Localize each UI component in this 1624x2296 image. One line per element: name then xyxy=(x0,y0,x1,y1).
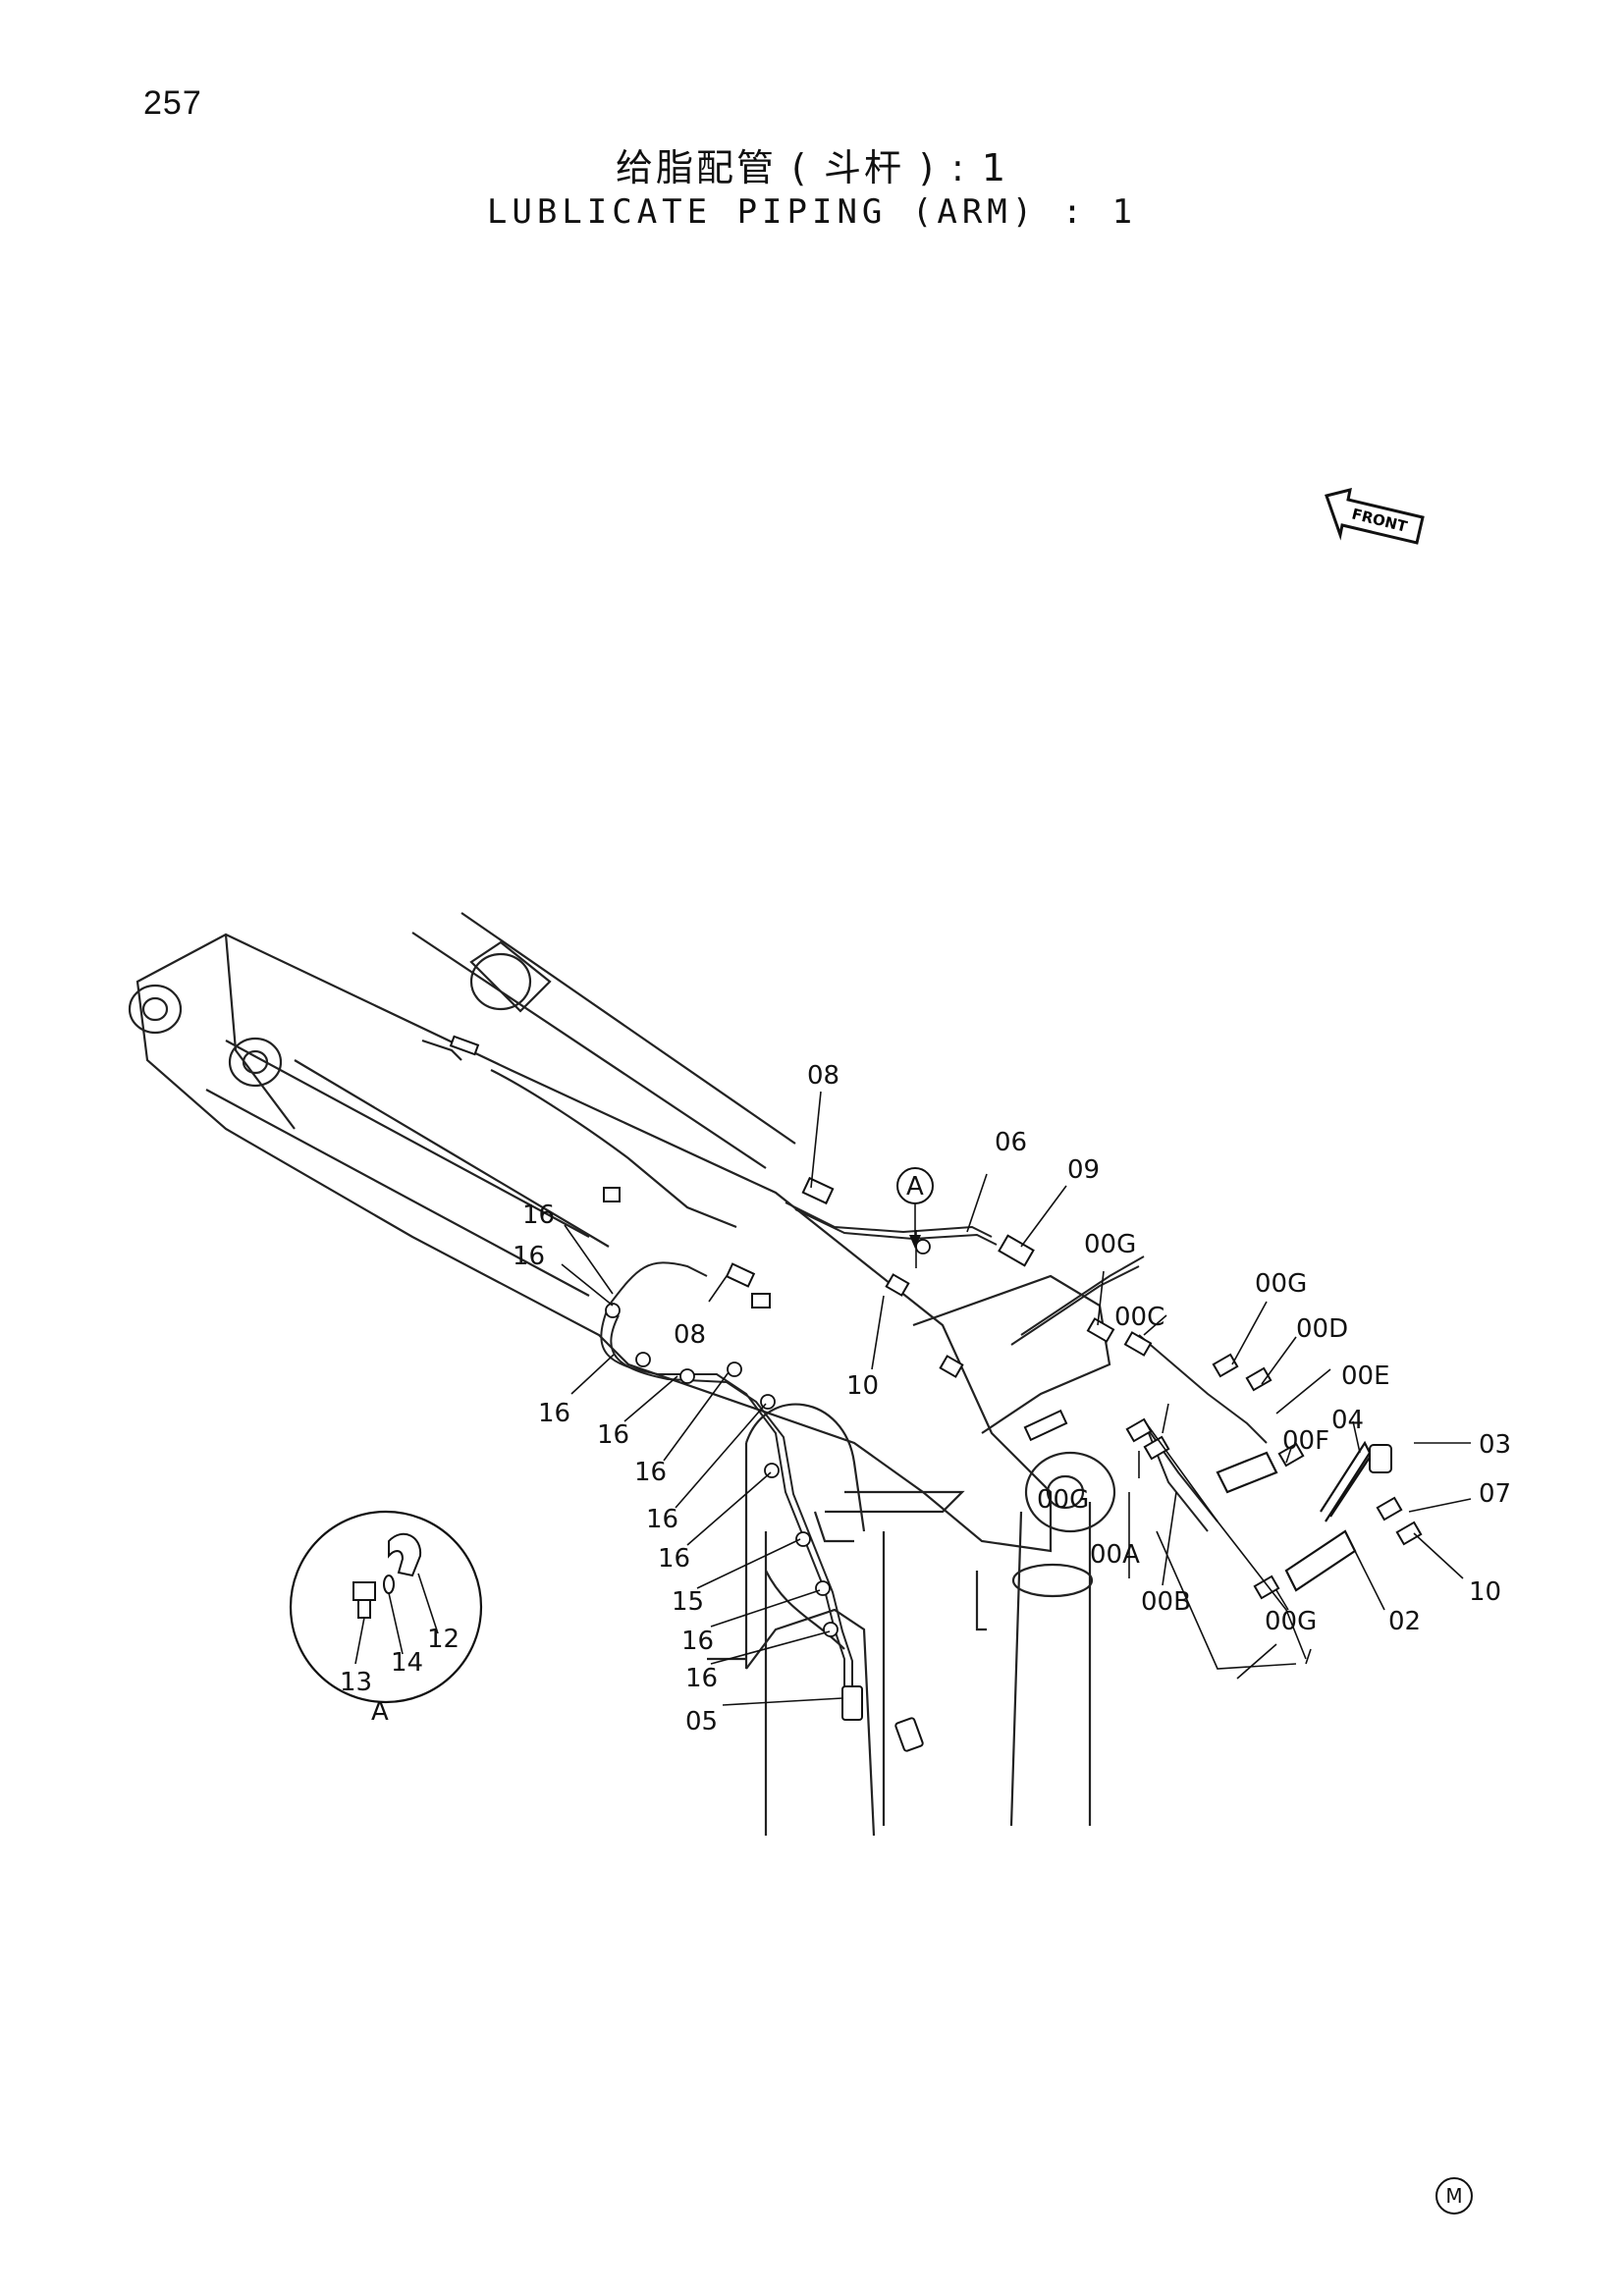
front-direction-arrow-icon: FRONT xyxy=(1325,488,1425,545)
page-number: 257 xyxy=(143,84,202,122)
callout-12: 12 xyxy=(427,1625,460,1654)
callout-00G: 00G xyxy=(1037,1485,1089,1515)
callout-05: 05 xyxy=(685,1707,718,1736)
callout-16: 16 xyxy=(658,1544,690,1574)
detail-a-inset: 12 14 13 A xyxy=(289,1510,483,1727)
detail-a-callout: A xyxy=(896,1167,934,1249)
callout-02: 02 xyxy=(1388,1607,1421,1636)
part-callouts: 08 06 09 00G 00C 00G 00D 00E 04 00F 03 0… xyxy=(513,1061,1511,1736)
callout-14: 14 xyxy=(391,1648,423,1678)
leader-lines xyxy=(561,1091,1472,1706)
callout-16: 16 xyxy=(513,1242,545,1271)
callout-08: 08 xyxy=(674,1320,706,1350)
callout-00G: 00G xyxy=(1265,1607,1317,1636)
callout-16: 16 xyxy=(646,1505,678,1534)
callout-16: 16 xyxy=(685,1664,718,1693)
page-title-english: LUBLICATE PIPING (ARM) : 1 xyxy=(486,192,1138,232)
callout-03: 03 xyxy=(1479,1430,1511,1460)
callout-16: 16 xyxy=(634,1458,667,1487)
callout-13: 13 xyxy=(340,1668,372,1697)
callout-00E: 00E xyxy=(1341,1362,1390,1391)
page-title-chinese: 给脂配管 ( 斗杆 ) : 1 xyxy=(615,146,1009,189)
callout-09: 09 xyxy=(1067,1155,1100,1185)
detail-a-label: A xyxy=(371,1697,389,1727)
callout-00G: 00G xyxy=(1255,1269,1307,1299)
arm-structure xyxy=(128,912,1116,1837)
callout-10: 10 xyxy=(1469,1577,1501,1607)
callout-00C: 00C xyxy=(1114,1303,1164,1332)
callout-16: 16 xyxy=(681,1627,714,1656)
detail-a-marker-label: A xyxy=(906,1172,924,1201)
callout-16: 16 xyxy=(522,1201,555,1230)
callout-00D: 00D xyxy=(1296,1314,1348,1344)
fittings xyxy=(449,1035,1423,1752)
callout-06: 06 xyxy=(995,1128,1027,1157)
callout-00G: 00G xyxy=(1084,1230,1136,1259)
callout-15: 15 xyxy=(672,1587,704,1617)
manufacturer-mark: M xyxy=(1435,2177,1473,2215)
callout-00B: 00B xyxy=(1141,1587,1191,1617)
clamps xyxy=(605,1239,931,1637)
distributor-block xyxy=(1216,1440,1374,1592)
callout-07: 07 xyxy=(1479,1479,1511,1509)
callout-10: 10 xyxy=(846,1371,879,1401)
callout-00A: 00A xyxy=(1090,1540,1140,1570)
callout-16: 16 xyxy=(538,1399,570,1428)
callout-04: 04 xyxy=(1331,1406,1364,1435)
callout-08: 08 xyxy=(807,1061,839,1091)
callout-00F: 00F xyxy=(1282,1426,1329,1456)
callout-16: 16 xyxy=(597,1420,629,1450)
